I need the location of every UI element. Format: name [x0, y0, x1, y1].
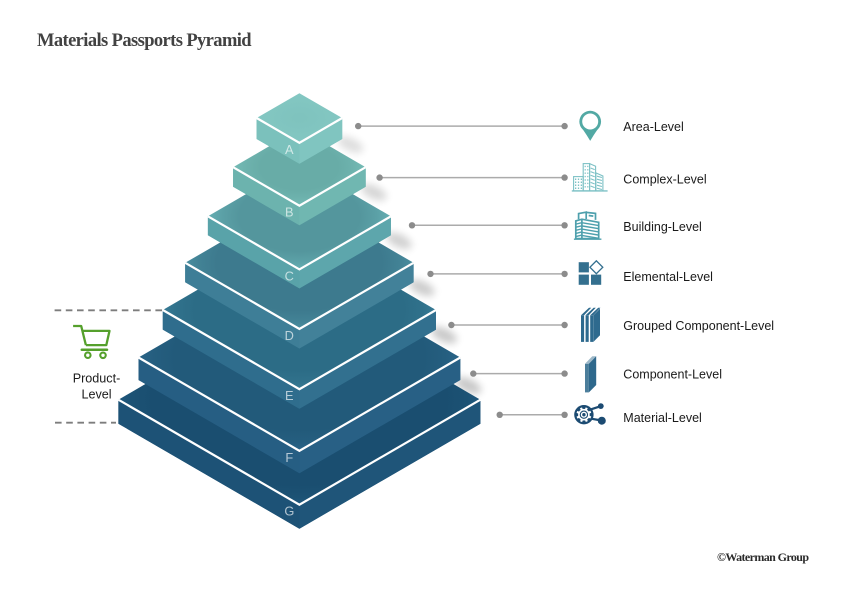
svg-text:Building-Level: Building-Level — [623, 220, 702, 234]
svg-text:B: B — [285, 205, 294, 220]
svg-text:Level: Level — [81, 388, 111, 402]
svg-text:A: A — [285, 142, 294, 157]
svg-text:G: G — [284, 504, 294, 519]
svg-text:E: E — [285, 388, 294, 403]
svg-text:F: F — [285, 450, 293, 465]
svg-text:Component-Level: Component-Level — [623, 368, 722, 382]
svg-text:Elemental-Level: Elemental-Level — [623, 270, 713, 284]
svg-text:D: D — [285, 328, 294, 343]
svg-text:C: C — [285, 268, 294, 283]
svg-text:Product-: Product- — [73, 371, 121, 385]
svg-text:Grouped Component-Level: Grouped Component-Level — [623, 319, 774, 333]
svg-text:Material-Level: Material-Level — [623, 411, 702, 425]
svg-text:Complex-Level: Complex-Level — [623, 173, 706, 187]
svg-text:Area-Level: Area-Level — [623, 120, 683, 134]
